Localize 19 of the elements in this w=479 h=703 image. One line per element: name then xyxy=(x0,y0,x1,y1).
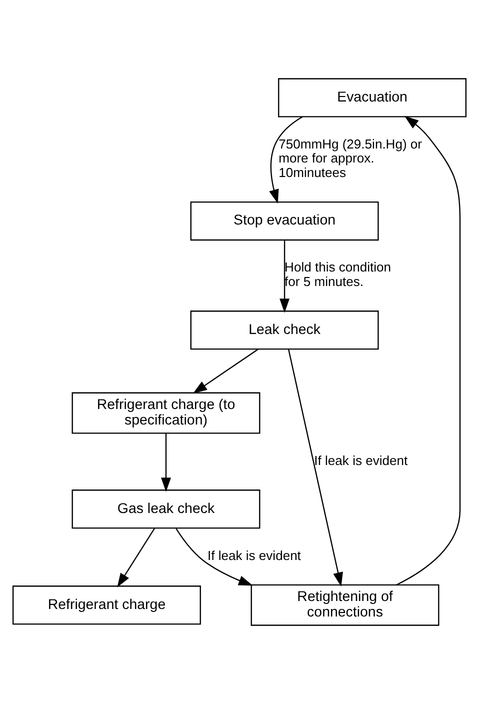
arrow xyxy=(176,528,253,586)
arrow xyxy=(280,240,290,312)
node-box: Refrigerant charge xyxy=(12,585,201,624)
arrow xyxy=(161,433,171,492)
edge-label: 750mmHg (29.5in.Hg) or more for approx. 10minutees xyxy=(278,136,422,180)
arrow xyxy=(288,348,343,586)
node-box: Evacuation xyxy=(278,78,467,117)
node-box: Gas leak check xyxy=(72,489,260,528)
node-box: Stop evacuation xyxy=(190,200,379,240)
arrow xyxy=(117,528,156,587)
edge-label: If leak is evident xyxy=(314,452,408,468)
arrow xyxy=(269,116,303,204)
node-box: Refrigerant charge (to specification) xyxy=(72,392,260,434)
edge-label: If leak is evident xyxy=(207,547,301,562)
node-box: Retightening of connections xyxy=(250,584,440,626)
node-box: Leak check xyxy=(190,310,379,350)
arrow xyxy=(396,115,461,585)
edge-label: Hold this condition for 5 minutes. xyxy=(284,259,392,288)
arrow xyxy=(192,348,259,394)
